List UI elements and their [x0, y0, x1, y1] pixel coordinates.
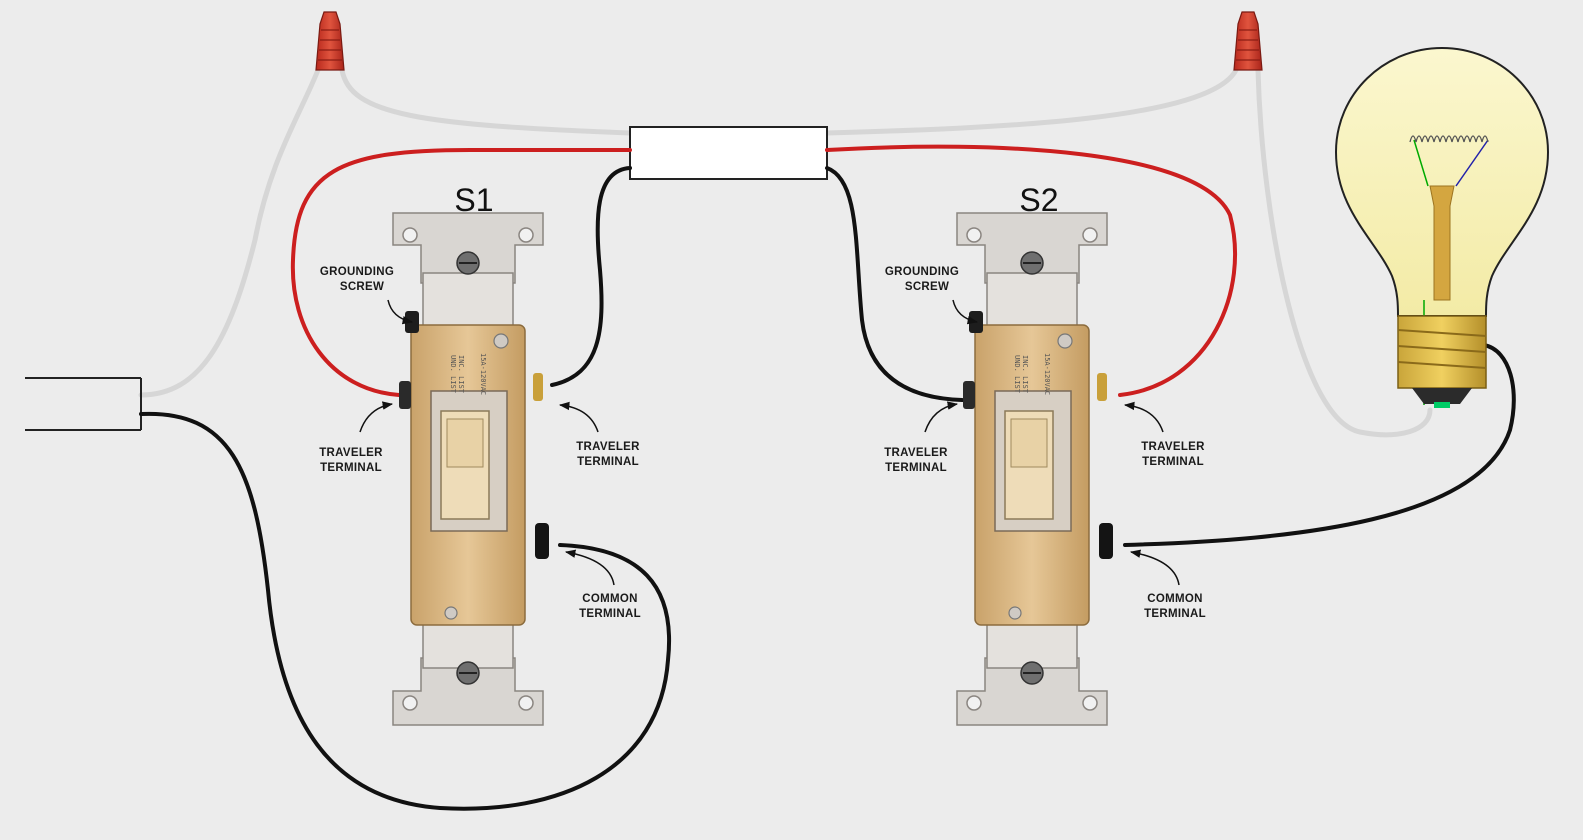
neutral-wire: [1255, 67, 1433, 438]
grounding-screw-label: SCREW: [905, 281, 949, 293]
cable-junction-box: [629, 126, 828, 180]
common-terminal-label: COMMON: [1147, 593, 1202, 605]
wire-nut-icon: [315, 11, 345, 71]
neutral-wire: [824, 67, 1239, 136]
traveler-terminal-label: TERMINAL: [320, 462, 382, 474]
neutral-wire: [339, 67, 633, 136]
light-bulb-icon: [1334, 46, 1550, 408]
switch-label: S2: [1019, 182, 1058, 218]
traveler-terminal-label: TRAVELER: [576, 441, 640, 453]
traveler-terminal-label: TRAVELER: [319, 447, 383, 459]
callout-arrow: [387, 299, 414, 325]
switch-s1: [392, 212, 549, 726]
grounding-screw-label: GROUNDING: [885, 266, 959, 278]
callout-arrow: [952, 299, 979, 325]
grounding-screw-label: SCREW: [340, 281, 384, 293]
traveler-terminal-label: TERMINAL: [885, 462, 947, 474]
callout-arrow: [924, 401, 959, 433]
switched-hot-wire: [1123, 343, 1516, 547]
common-terminal-label: TERMINAL: [1144, 608, 1206, 620]
callout-arrow: [359, 401, 394, 433]
three-way-switch-icon: [956, 212, 1108, 726]
callout-arrow: [1123, 401, 1164, 433]
common-terminal-label: TERMINAL: [579, 608, 641, 620]
hot-wire: [139, 411, 672, 811]
traveler-terminal-label: TERMINAL: [577, 456, 639, 468]
traveler-terminal-label: TRAVELER: [1141, 441, 1205, 453]
common-terminal-icon: [535, 523, 549, 559]
traveler-wire: [550, 166, 632, 387]
traveler-terminal-icon: [533, 373, 543, 401]
source-cable-jacket: [25, 377, 142, 431]
traveler-wire: [825, 144, 1238, 397]
traveler-terminal-icon: [963, 381, 975, 409]
grounding-screw-label: GROUNDING: [320, 266, 394, 278]
callout-arrow: [1129, 549, 1180, 586]
neutral-wire: [138, 67, 321, 398]
switch-label: S1: [454, 182, 493, 218]
common-terminal-icon: [1099, 523, 1113, 559]
callout-arrow: [564, 549, 615, 586]
traveler-terminal-icon: [399, 381, 411, 409]
wire-nut-icon: [1233, 11, 1263, 71]
traveler-terminal-icon: [1097, 373, 1107, 401]
traveler-terminal-label: TERMINAL: [1142, 456, 1204, 468]
three-way-switch-icon: [392, 212, 544, 726]
traveler-wire: [290, 148, 632, 397]
traveler-terminal-label: TRAVELER: [884, 447, 948, 459]
traveler-wire: [825, 166, 964, 402]
callout-arrow: [558, 401, 599, 433]
switch-s2: [956, 212, 1113, 726]
common-terminal-label: COMMON: [582, 593, 637, 605]
